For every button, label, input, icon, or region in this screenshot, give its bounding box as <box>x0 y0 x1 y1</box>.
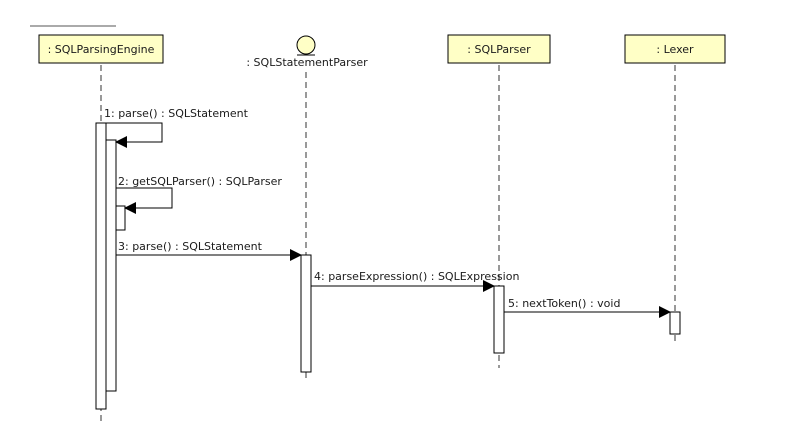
message-label: 3: parse() : SQLStatement <box>118 240 263 253</box>
participant-sql-parsing-engine[interactable]: : SQLParsingEngine <box>38 34 164 64</box>
message-arrow <box>106 122 163 148</box>
activation-engine-outer <box>95 122 107 410</box>
activation-stmt <box>300 254 312 373</box>
message-label: 1: parse() : SQLStatement <box>104 107 249 120</box>
activation-engine-inner <box>105 139 117 392</box>
entity-icon <box>296 35 316 55</box>
participant-sql-statement-parser[interactable]: : SQLStatementParser <box>246 35 368 69</box>
message-label: 2: getSQLParser() : SQLParser <box>118 175 282 188</box>
participant-label: : SQLParsingEngine <box>48 43 155 56</box>
participant-label: : SQLParser <box>467 43 531 56</box>
message-arrow <box>116 187 173 214</box>
activation-parser <box>493 285 505 354</box>
message-1[interactable]: 1: parse() : SQLStatement <box>104 107 249 148</box>
participant-lexer[interactable]: : Lexer <box>624 34 726 64</box>
message-label: 5: nextToken() : void <box>508 297 620 310</box>
message-3[interactable]: 3: parse() : SQLStatement <box>116 240 302 261</box>
participant-label: : Lexer <box>656 43 694 56</box>
message-4[interactable]: 4: parseExpression() : SQLExpression <box>311 270 519 292</box>
message-label: 4: parseExpression() : SQLExpression <box>314 270 519 283</box>
activation-lexer <box>669 311 681 335</box>
message-2[interactable]: 2: getSQLParser() : SQLParser <box>116 175 282 214</box>
message-5[interactable]: 5: nextToken() : void <box>504 297 671 318</box>
participant-label: : SQLStatementParser <box>246 56 368 69</box>
activation-engine-nested <box>115 205 126 231</box>
participant-sql-parser[interactable]: : SQLParser <box>447 34 551 64</box>
